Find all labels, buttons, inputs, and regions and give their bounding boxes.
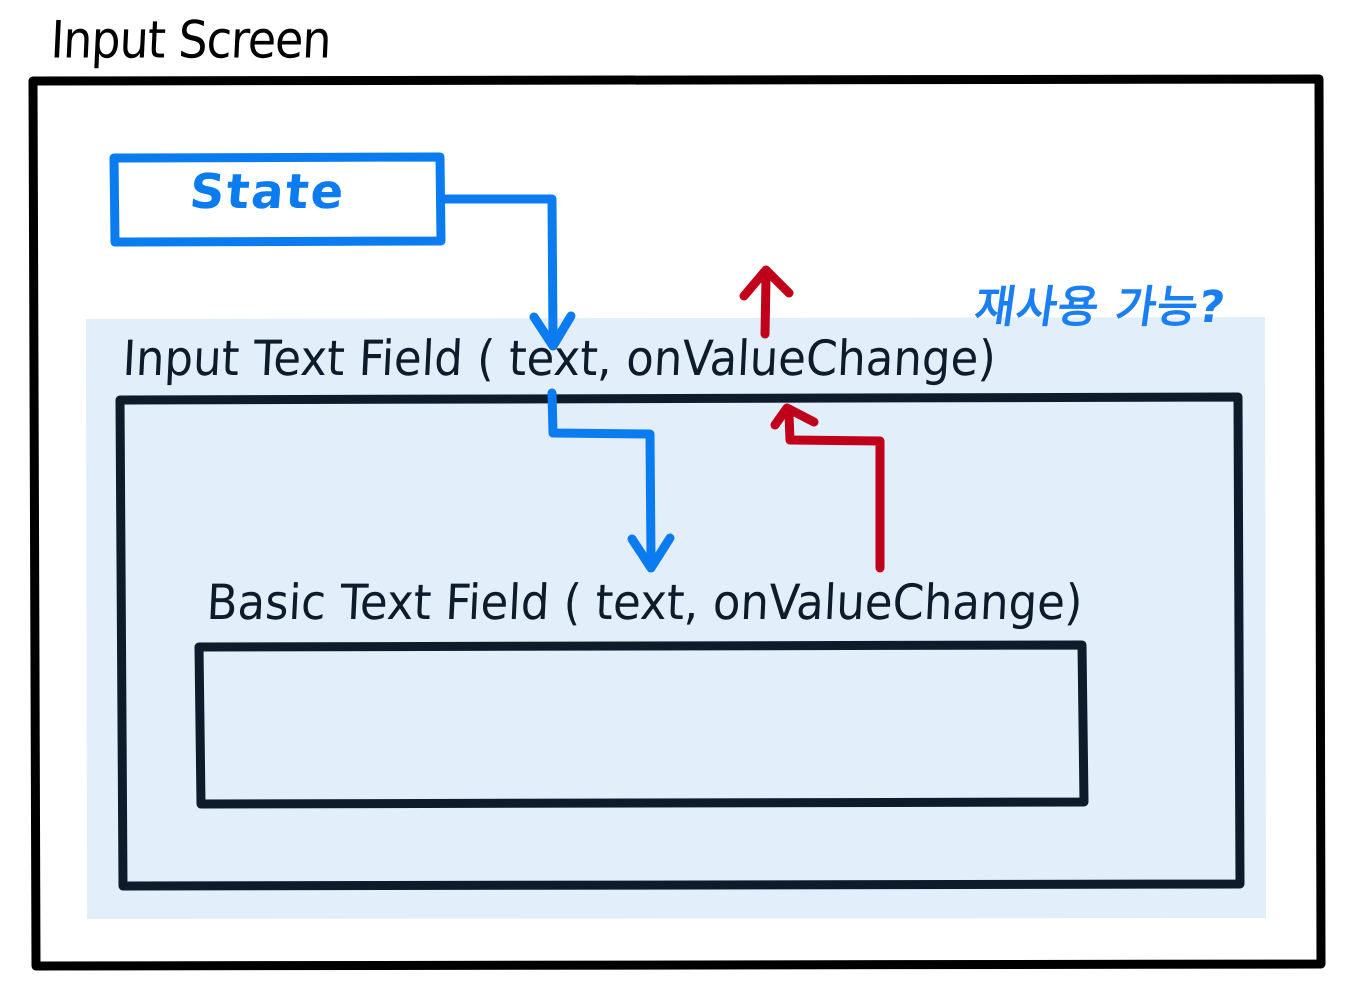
page-title: Input Screen: [49, 9, 333, 70]
input-text-field-label: Input Text Field ( text, onValueChange): [121, 329, 998, 387]
arrow-input-to-basic-text-field: [547, 388, 675, 573]
basic-text-field-label: Basic Text Field ( text, onValueChange): [205, 573, 1084, 631]
reusable-annotation: 재사용 가능?: [971, 282, 1229, 333]
highlight-region: [86, 317, 1266, 919]
outer-screen-frame: [28, 74, 1326, 971]
arrow-basic-callback-up: [770, 403, 885, 573]
state-box-label: State: [187, 164, 348, 220]
basic-text-field-box[interactable]: [194, 640, 1089, 809]
arrow-input-callback-up: [739, 265, 794, 339]
arrow-state-to-input-text-field: [436, 194, 576, 351]
input-text-field-box[interactable]: [115, 392, 1245, 891]
state-box[interactable]: [109, 152, 446, 247]
